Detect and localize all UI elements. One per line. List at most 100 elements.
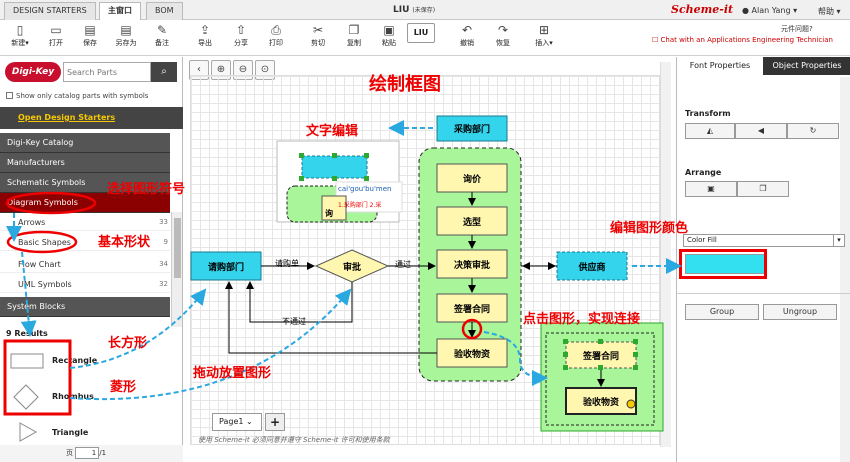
color-highlight-box [679, 249, 767, 279]
triangle-shape-icon [19, 422, 38, 442]
sub-item-label: UML Symbols [18, 280, 72, 289]
paste-label: 粘贴 [382, 39, 396, 47]
share-icon: ⇧ [235, 23, 247, 37]
user-menu[interactable]: ● Alan Yang ▾ [742, 6, 798, 15]
help-label: 帮助 [818, 7, 834, 16]
cut-button[interactable]: ✂剪切 [304, 23, 332, 48]
shape-rhombus[interactable]: Rhombus [0, 379, 170, 415]
section-digikey-catalog[interactable]: Digi-Key Catalog [0, 133, 170, 153]
print-button[interactable]: ⎙ 打印 [262, 23, 290, 48]
undo-icon: ↶ [461, 23, 473, 37]
search-parts-input[interactable]: Search Parts [63, 62, 151, 82]
section-system-blocks[interactable]: System Blocks [0, 297, 170, 317]
search-button[interactable]: ⌕ [151, 62, 177, 82]
save-label: 保存 [83, 39, 97, 47]
tab-object-properties[interactable]: Object Properties [763, 57, 850, 75]
section-manufacturers[interactable]: Manufacturers [0, 153, 170, 173]
open-design-starters-link[interactable]: Open Design Starters [0, 107, 183, 129]
scissors-icon: ✂ [312, 23, 324, 37]
label-pass: 通过 [395, 260, 411, 269]
export-button[interactable]: ⇪导出 [191, 23, 219, 48]
component-issue-link[interactable]: 元件问题? [781, 25, 813, 33]
text-label-button[interactable]: LIU [407, 23, 435, 43]
user-icon: ● [742, 6, 749, 15]
annotation-rhombus: 菱形 [110, 380, 137, 395]
label-decision: 决策审批 [453, 261, 490, 271]
bring-forward-button[interactable]: ▣ [685, 181, 737, 197]
send-backward-button[interactable]: ❐ [737, 181, 789, 197]
label-inquiry: 询价 [462, 175, 481, 185]
annotation-title: 绘制框图 [369, 74, 441, 95]
color-fill-select[interactable]: Color Fill▾ [683, 234, 845, 247]
annotation-rectangle: 长方形 [108, 336, 148, 351]
chat-technician-link[interactable]: ☐ Chat with an Applications Engineering … [652, 36, 833, 44]
tab-bom[interactable]: BOM [146, 2, 183, 20]
zoom-label-acceptance: 验收物资 [582, 398, 619, 408]
divider [677, 293, 850, 294]
flip-horizontal-button[interactable]: ◀ [735, 123, 787, 139]
help-menu[interactable]: 帮助 ▾ [818, 7, 841, 16]
document-status: (未保存) [412, 7, 436, 14]
sub-item-count: 9 [163, 238, 168, 246]
label-purchasing-dept: 采购部门 [453, 125, 490, 135]
print-label: 打印 [269, 39, 283, 47]
pager-total: /1 [99, 449, 107, 457]
paste-icon: ▣ [383, 23, 395, 37]
zoom-fit-icon: ⊙ [260, 64, 270, 75]
label-acceptance: 验收物资 [453, 350, 490, 360]
shape-triangle[interactable]: Triangle [0, 415, 170, 451]
undo-button[interactable]: ↶撤销 [453, 23, 481, 48]
sub-item-count: 33 [159, 218, 168, 226]
catalog-only-checkbox[interactable]: Show only catalog parts with symbols [6, 92, 148, 100]
properties-scrollbar[interactable] [840, 77, 850, 462]
license-notice: 使用 Scheme-it 必须同意并遵守 Scheme-it 许可和使用条款 [198, 436, 390, 444]
insert-icon: ⊞ [538, 23, 550, 37]
redo-icon: ↷ [497, 23, 509, 37]
arrange-heading: Arrange [685, 168, 722, 177]
paste-button[interactable]: ▣ 粘贴 [375, 23, 403, 48]
copy-button[interactable]: ❐ 复制 [340, 23, 368, 48]
add-page-button[interactable]: + [265, 413, 285, 431]
main-toolbar: ▯新建▾ ▭打开 ▤ 保存 ▤另存为 ✎ 备注 ⇪导出 ⇧ 分享 ⎙ 打印 ✂剪切 ❐ 复… [0, 20, 850, 56]
sub-item-uml-symbols[interactable]: UML Symbols 32 [0, 276, 170, 293]
save-button[interactable]: ▤ 保存 [76, 23, 104, 48]
ungroup-button[interactable]: Ungroup [763, 304, 837, 320]
category-scrollbar[interactable] [171, 212, 182, 327]
annotation-select-symbol: 选择图形符号 [107, 182, 186, 197]
share-button[interactable]: ⇧ 分享 [227, 23, 255, 48]
redo-button[interactable]: ↷恢复 [489, 23, 517, 48]
group-button[interactable]: Group [685, 304, 759, 320]
annotation-drag: 拖动放置图形 [193, 366, 272, 381]
scrollbar-thumb[interactable] [174, 218, 181, 278]
flip-vertical-button[interactable]: ◭ [685, 123, 735, 139]
new-button[interactable]: ▯新建▾ [6, 23, 34, 48]
transform-heading: Transform [685, 109, 731, 118]
new-file-icon: ▯ [16, 23, 24, 37]
tab-main-window[interactable]: 主窗口 [99, 2, 141, 20]
save-as-button[interactable]: ▤另存为 [112, 23, 140, 48]
notes-button[interactable]: ✎ 备注 [148, 23, 176, 48]
save-icon: ▤ [84, 23, 96, 37]
flip-vertical-icon: ◭ [706, 126, 714, 135]
notes-icon: ✎ [156, 23, 168, 37]
open-button[interactable]: ▭打开 [42, 23, 70, 48]
copy-label: 复制 [347, 39, 361, 47]
label-approval: 审批 [342, 263, 361, 273]
page-number-input[interactable]: 1 [75, 447, 100, 459]
insert-button[interactable]: ⊞插入▾ [530, 23, 558, 48]
copy-icon: ❐ [348, 23, 360, 37]
tab-design-starters[interactable]: DESIGN STARTERS [4, 2, 96, 20]
document-name: LIU [393, 5, 410, 15]
canvas-scrollbar[interactable] [660, 62, 671, 447]
page-tab[interactable]: Page1 ⌄ [212, 413, 262, 431]
pager-label: 页 [66, 449, 73, 457]
sub-item-count: 32 [159, 280, 168, 288]
share-label: 分享 [234, 39, 248, 47]
rotate-button[interactable]: ↻ [787, 123, 839, 139]
label-selection: 选型 [462, 218, 481, 228]
tab-font-properties[interactable]: Font Properties [677, 57, 763, 75]
print-icon: ⎙ [271, 23, 281, 37]
notes-label: 备注 [155, 39, 169, 47]
